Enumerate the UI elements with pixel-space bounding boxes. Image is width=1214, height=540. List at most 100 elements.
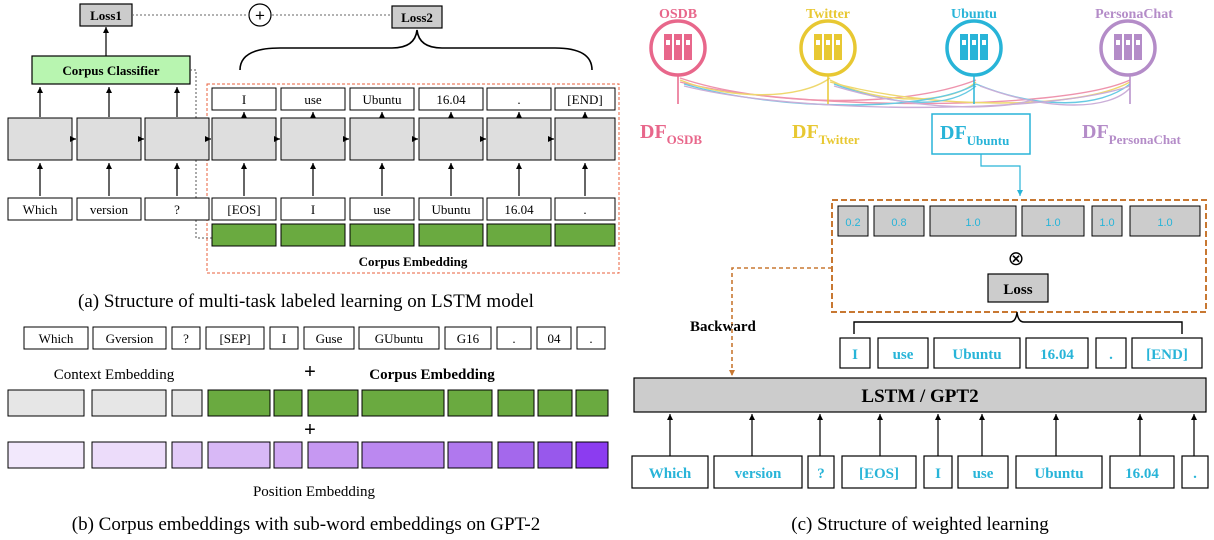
- position-embedding-label: Position Embedding: [253, 484, 376, 500]
- input-token-box: [418, 197, 484, 221]
- output-token-box: [839, 337, 871, 369]
- corpus-embedding-block: [280, 223, 346, 247]
- input-token-box: [957, 455, 1009, 489]
- input-token: [EOS]: [859, 466, 899, 482]
- backward-label: Backward: [690, 319, 756, 335]
- sum-symbol: +: [255, 6, 265, 25]
- output-token: 16.04: [1040, 347, 1074, 363]
- subword-token: ?: [183, 331, 189, 346]
- input-token-box: [144, 197, 210, 221]
- input-token: ?: [174, 202, 180, 217]
- corpus-classifier-label: Corpus Classifier: [62, 63, 159, 78]
- subword-token-box: [92, 326, 167, 350]
- weight-box: [837, 205, 869, 237]
- panel-a: Loss1 Loss2 + Corpus Classifier I use Ub…: [7, 3, 620, 312]
- twitter-database-icon: [799, 19, 857, 77]
- output-token-box: [877, 337, 929, 369]
- input-token-box: [1109, 455, 1175, 489]
- subword-token-box: [358, 326, 440, 350]
- input-token-box: [631, 455, 709, 489]
- subword-token: 04: [548, 331, 562, 346]
- input-token: version: [735, 466, 782, 482]
- output-token-box: [418, 87, 484, 111]
- corpus-embedding-block: [418, 223, 484, 247]
- corpus-embedding-block: [575, 389, 609, 417]
- input-token-box: [554, 197, 616, 221]
- output-token: Ubuntu: [952, 347, 1001, 363]
- corpus-embedding-block: [361, 389, 445, 417]
- output-token: Ubuntu: [363, 92, 403, 107]
- subword-token: I: [282, 331, 286, 346]
- panel-c: OSDB Twitter Ubuntu PersonaChat: [631, 7, 1209, 535]
- lstm-gpt2-model: [633, 377, 1207, 413]
- output-token-box: [486, 87, 552, 111]
- lstm-cell: [280, 117, 346, 161]
- plus-symbol-2: +: [304, 419, 316, 441]
- decoder-frame: [206, 83, 620, 274]
- input-token-box: [486, 197, 552, 221]
- corpus-flow-curves: [679, 77, 1131, 109]
- caption-c: (c) Structure of weighted learning: [791, 514, 1049, 535]
- input-token: Ubuntu: [1034, 466, 1083, 482]
- loss1-label: Loss1: [90, 8, 122, 23]
- subword-token-box: [23, 326, 89, 350]
- input-token: [EOS]: [227, 202, 260, 217]
- input-token-box: [1181, 455, 1209, 489]
- input-tokens-c: Which version ? [EOS] I use Ubuntu 16.04…: [631, 455, 1209, 489]
- subword-token: Gversion: [106, 331, 154, 346]
- output-token: I: [852, 347, 858, 363]
- position-embedding-block: [575, 441, 609, 469]
- corpus-embedding-block: [273, 389, 303, 417]
- position-embedding-block: [361, 441, 445, 469]
- df-twitter-label: DFTwitter: [792, 121, 860, 147]
- weight-box: [1129, 205, 1201, 237]
- caption-b: (b) Corpus embeddings with sub-word embe…: [72, 514, 540, 535]
- corpus-name-personachat: PersonaChat: [1095, 7, 1173, 22]
- weight-value: 1.0: [1157, 217, 1172, 229]
- position-embedding-block: [307, 441, 359, 469]
- subword-token-box: [171, 326, 201, 350]
- token-weights: 0.2 0.8 1.0 1.0 1.0 1.0: [837, 205, 1201, 237]
- input-token-box: [807, 455, 835, 489]
- plus-symbol-1: +: [304, 361, 316, 383]
- input-token: .: [583, 202, 586, 217]
- caption-a: (a) Structure of multi-task labeled lear…: [78, 291, 534, 312]
- corpus-embedding-block: [554, 223, 616, 247]
- input-token-box: [841, 455, 917, 489]
- corpus-embedding-blocks: [211, 223, 616, 247]
- subword-token-box: [576, 326, 606, 350]
- lstm-cell: [144, 117, 210, 161]
- output-token: [END]: [1146, 347, 1188, 363]
- corpus-embedding-block: [447, 389, 493, 417]
- loss2-box: [391, 5, 443, 29]
- lstm-cell: [554, 117, 616, 161]
- output-token: use: [893, 347, 914, 363]
- df-ubuntu-label: DFUbuntu: [940, 122, 1009, 148]
- subword-token-box: [269, 326, 299, 350]
- corpus-name-osdb: OSDB: [659, 7, 697, 22]
- position-embedding-block: [207, 441, 271, 469]
- context-embedding-block: [91, 389, 167, 417]
- input-token-box: [349, 197, 415, 221]
- corpus-embedding-block: [207, 389, 271, 417]
- lstm-cell: [349, 117, 415, 161]
- position-embedding-row: [7, 441, 609, 469]
- position-embedding-block: [273, 441, 303, 469]
- output-token: .: [1109, 347, 1113, 363]
- weight-value: 1.0: [965, 217, 980, 229]
- input-token-box: [280, 197, 346, 221]
- position-embedding-block: [447, 441, 493, 469]
- lstm-cell: [418, 117, 484, 161]
- subword-tokens: Which Gversion ? [SEP] I Guse GUbuntu G1…: [23, 326, 606, 350]
- context-embedding-block: [171, 389, 203, 417]
- input-token-box: [211, 197, 277, 221]
- subword-token-box: [205, 326, 265, 350]
- corpus-embedding-label-b: Corpus Embedding: [369, 367, 495, 383]
- input-token: I: [311, 202, 315, 217]
- input-token: Ubuntu: [432, 202, 472, 217]
- lstm-cell: [486, 117, 552, 161]
- subword-token: .: [512, 331, 515, 346]
- input-token-box: [923, 455, 953, 489]
- df-osdb-label: DFOSDB: [640, 121, 702, 147]
